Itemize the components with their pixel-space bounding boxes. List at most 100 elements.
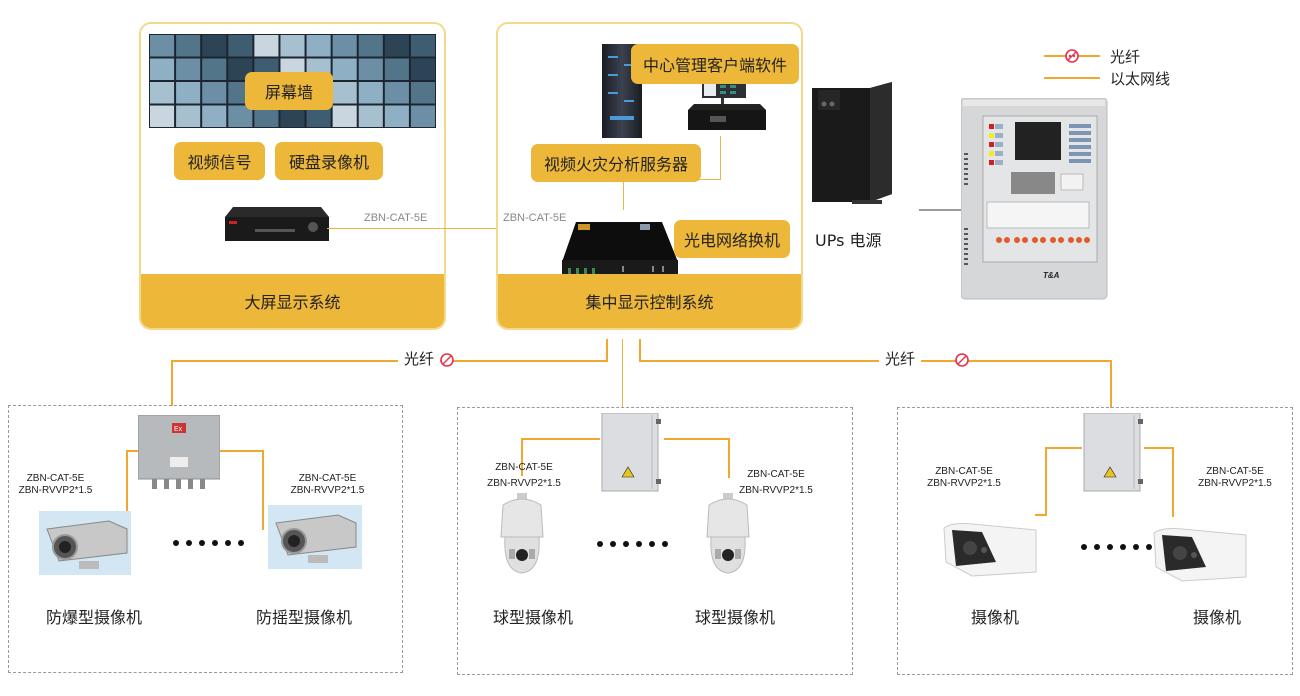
video-wall-cell: [384, 105, 409, 127]
link-workstation-server: [720, 136, 721, 180]
fire-panel-brand: T&A: [1043, 271, 1060, 280]
video-wall-cell: [332, 105, 357, 127]
client-software-tag: 中心管理客户端软件: [631, 44, 799, 84]
client-workstation-image: [688, 82, 766, 132]
video-wall-cell: [228, 105, 253, 127]
video-wall-cell: [306, 35, 331, 57]
zone2-left-link-v: [521, 438, 523, 476]
explosion-proof-camera-label: 防爆型摄像机: [46, 608, 143, 627]
video-wall-cell: [410, 105, 435, 127]
fire-alarm-panel-image: T&A: [960, 97, 1109, 301]
dome-camera-right-label: 球型摄像机: [695, 608, 776, 627]
legend-fiber-label: 光纤: [1110, 48, 1141, 66]
video-wall-cell: [384, 58, 409, 80]
zone2-right-link-v: [728, 438, 730, 478]
bullet-camera-right-label: 摄像机: [1193, 608, 1242, 627]
zone2-right-link-h: [664, 438, 730, 440]
video-wall-cell: [176, 105, 201, 127]
video-wall-cell: [306, 105, 331, 127]
switch-tag: 光电网络换机: [674, 220, 790, 258]
video-wall-cell: [410, 58, 435, 80]
fiber-marker-icon: [1065, 49, 1079, 63]
video-wall-cell: [202, 35, 227, 57]
switch-cable-label: ZBN-CAT-5E: [503, 212, 567, 224]
video-wall-cell: [150, 35, 175, 57]
video-wall-cell: [202, 105, 227, 127]
legend-ethernet-label: 以太网线: [1110, 70, 1171, 88]
bullet-camera-right-image: [1152, 527, 1248, 587]
zone3-left-link-h: [1045, 447, 1082, 449]
video-wall-cell: [254, 105, 279, 127]
optical-switch-image: [562, 222, 678, 280]
video-wall-cell: [150, 82, 175, 104]
fiber-link-right-v2: [1110, 360, 1112, 408]
zone3-right-link-v: [1172, 447, 1174, 517]
zone1-right-link-v: [262, 450, 264, 530]
zone1-left-link-h: [126, 450, 138, 452]
ethernet-link-nvr-switch: [327, 228, 556, 229]
link-workstation-server-h: [688, 179, 721, 180]
fiber-link-right-h: [639, 360, 1112, 362]
zone1-left-link-v: [126, 450, 128, 511]
video-wall-cell: [176, 82, 201, 104]
video-wall-cell: [410, 35, 435, 57]
fiber-link-right-v1: [639, 339, 641, 361]
dome-camera-left-image: [497, 493, 547, 577]
nvr-cable-label: ZBN-CAT-5E: [364, 212, 428, 224]
bullet-camera-zone: [897, 407, 1293, 675]
anti-sway-camera-image: [268, 505, 362, 569]
video-wall-cell: [410, 82, 435, 104]
nvr-tag: 硬盘录像机: [275, 142, 383, 180]
bullet-zone-junction-box: [1082, 412, 1144, 493]
fiber-link-left-v2: [171, 360, 173, 406]
zone3-left-link-v: [1045, 447, 1047, 515]
video-wall-cell: [202, 58, 227, 80]
video-wall-cell: [358, 58, 383, 80]
fiber-link-right-label: 光纤: [879, 348, 922, 369]
screen-wall-tag: 屏幕墙: [245, 72, 333, 110]
video-wall-cell: [254, 35, 279, 57]
video-wall-cell: [150, 105, 175, 127]
video-wall-cell: [280, 105, 305, 127]
video-wall-cell: [332, 35, 357, 57]
video-wall-cell: [150, 58, 175, 80]
big-screen-system-panel: 屏幕墙 视频信号 硬盘录像机 ZBN-CAT-5E 大屏显示系统: [139, 22, 446, 330]
ups-label: UPs 电源: [815, 231, 882, 250]
ups-image: [812, 82, 892, 208]
video-wall-cell: [384, 82, 409, 104]
zone3-left-link-h2: [1035, 514, 1047, 516]
bullet-camera-left-image: [942, 522, 1038, 582]
more-cameras-ellipsis: [597, 541, 668, 547]
fiber-link-left-v1: [606, 339, 608, 361]
video-wall-cell: [280, 35, 305, 57]
zone3-right-link-h: [1144, 447, 1174, 449]
video-wall-image: [149, 34, 436, 128]
ex-mark: Ex: [174, 426, 183, 433]
video-wall-cell: [332, 82, 357, 104]
big-screen-system-title: 大屏显示系统: [141, 274, 444, 328]
more-cameras-ellipsis: [173, 540, 244, 546]
analysis-server-tag: 视频火灾分析服务器: [531, 144, 701, 182]
dome-zone-junction-box: [600, 412, 662, 493]
video-wall-cell: [358, 105, 383, 127]
fiber-link-left-label: 光纤: [398, 348, 441, 369]
central-control-system-panel: 中心管理客户端软件 视频火灾分析服务器 ZBN-CAT-5E 光电网络换机 集中…: [496, 22, 803, 330]
video-wall-cell: [202, 82, 227, 104]
video-wall-cell: [384, 35, 409, 57]
power-link-ups-panel: [919, 209, 961, 211]
explosion-proof-junction-box: Ex: [137, 414, 221, 493]
legend-ethernet-line: [1044, 77, 1100, 79]
video-wall-cell: [176, 35, 201, 57]
nvr-device: [225, 207, 329, 243]
video-wall-cell: [358, 35, 383, 57]
bullet-camera-left-label: 摄像机: [971, 608, 1020, 627]
fiber-link-left-h: [171, 360, 608, 362]
dome-camera-left-label: 球型摄像机: [493, 608, 574, 627]
ethernet-link-middle: [622, 339, 623, 407]
fiber-marker-icon: [440, 353, 454, 367]
